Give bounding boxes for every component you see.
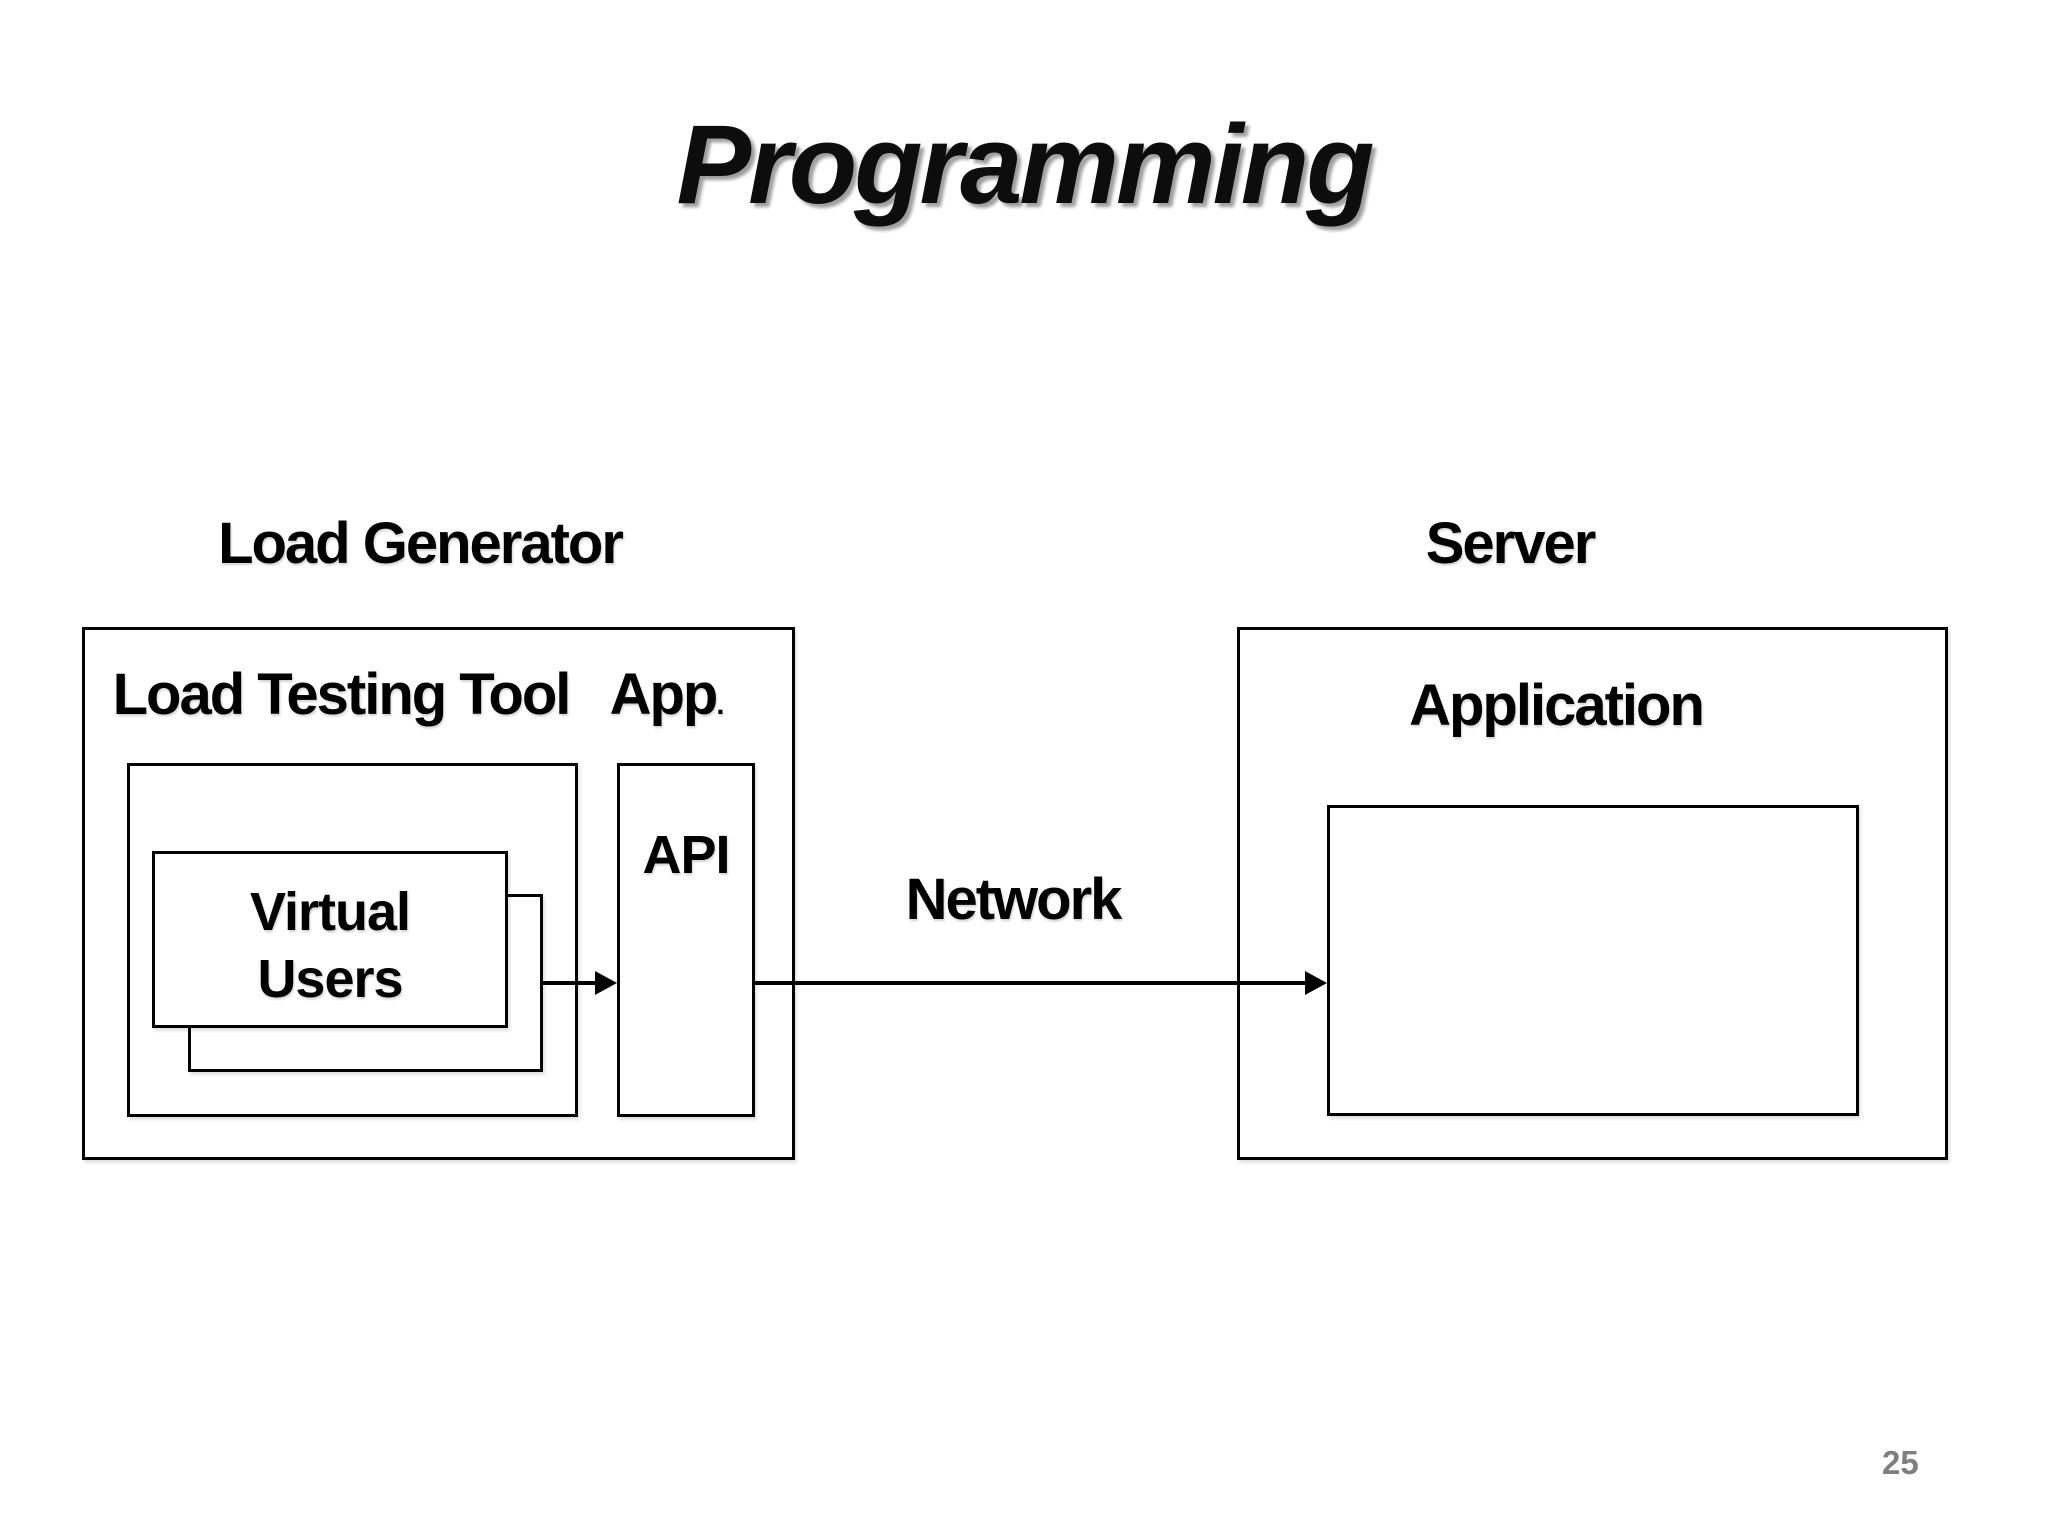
virtual-users-box: Virtual Users <box>152 851 508 1028</box>
arrow-virtual-users-to-api <box>543 981 601 985</box>
page-number: 25 <box>1882 1444 1919 1481</box>
slide-title: Programming <box>676 102 1374 227</box>
server-box <box>1237 627 1948 1160</box>
arrowhead-api-to-application <box>1305 971 1327 995</box>
load-testing-tool-label: Load Testing Tool <box>112 662 572 727</box>
application-label: Application <box>1409 673 1705 738</box>
load-testing-tool-box <box>127 763 578 1117</box>
application-inner-box <box>1327 805 1859 1116</box>
load-generator-label: Load Generator <box>218 511 624 576</box>
arrowhead-virtual-users-to-api <box>595 971 617 995</box>
app-label-text: App <box>609 662 719 727</box>
virtual-users-label-line1: Virtual <box>249 881 411 942</box>
load-generator-box <box>82 627 795 1160</box>
app-label-period: . <box>716 689 724 721</box>
api-box: API <box>617 763 755 1117</box>
virtual-users-label-line2: Users <box>257 948 403 1009</box>
arrow-api-to-application <box>755 981 1307 985</box>
network-label: Network <box>905 867 1123 932</box>
api-label: API <box>642 825 730 885</box>
app-label: App. <box>609 661 725 728</box>
server-label: Server <box>1425 511 1597 576</box>
